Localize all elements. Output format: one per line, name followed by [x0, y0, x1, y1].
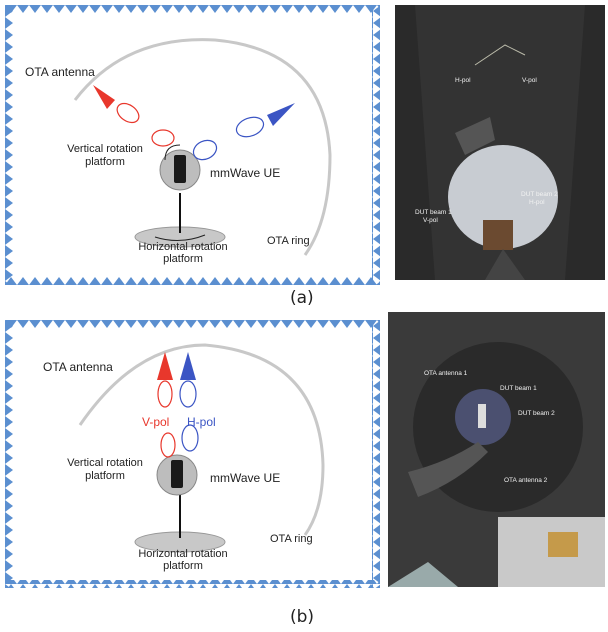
ota-ring-arc — [73, 38, 332, 256]
ota-beam-red — [157, 380, 173, 408]
border-bottom — [5, 277, 380, 285]
vertical-rotation-label-1: Vertical rotation — [67, 457, 143, 469]
vpol-label: V-pol — [142, 415, 170, 429]
horizontal-rotation-label-1: Horizontal rotation — [138, 548, 228, 560]
mmwave-ue-device — [171, 460, 183, 488]
mmwave-ue-device — [174, 155, 186, 183]
ota-antenna-label: OTA antenna — [43, 360, 113, 374]
photo-a-dut-beam2-pol: H-pol — [529, 199, 545, 206]
photo-a: H-pol V-pol DUT beam 1 V-pol DUT beam 2 … — [395, 5, 605, 280]
ue-beam-red — [160, 432, 176, 458]
photo-a-vpol: V-pol — [522, 77, 537, 84]
border-left — [5, 320, 13, 588]
photo-a-dut-beam1-pol: V-pol — [423, 217, 438, 224]
photo-b: OTA antenna 1 DUT beam 1 DUT beam 2 OTA … — [388, 312, 605, 587]
caption-a: (a) — [290, 288, 314, 308]
ota-ring-arc — [78, 343, 325, 536]
border-right — [372, 5, 380, 285]
border-left — [5, 5, 13, 285]
diagram-b: OTA antenna V-pol H-pol Vertical rotatio… — [5, 320, 380, 588]
ota-antenna-red — [93, 85, 115, 109]
ota-ring-label: OTA ring — [267, 235, 310, 247]
ota-antenna-blue — [180, 352, 196, 380]
photo-b-dut-beam2: DUT beam 2 — [518, 410, 555, 417]
mmwave-ue-label: mmWave UE — [210, 471, 281, 485]
photo-a-hpol: H-pol — [455, 77, 471, 84]
border-right — [372, 320, 380, 588]
ota-beam-red — [116, 102, 140, 124]
ue-beam-red — [151, 129, 175, 147]
horizontal-rotation-label-1: Horizontal rotation — [138, 241, 228, 253]
ota-beam-blue — [179, 380, 197, 408]
ue-beam-blue — [181, 424, 199, 452]
vertical-rotation-label-1: Vertical rotation — [67, 143, 143, 155]
ota-antenna-blue — [267, 103, 295, 126]
diagram-a: OTA antenna Vertical rotation platform m… — [5, 5, 380, 285]
mmwave-ue-label: mmWave UE — [210, 166, 281, 180]
photo-a-dut-beam1: DUT beam 1 — [415, 209, 452, 216]
ota-antenna-red — [157, 352, 173, 380]
photo-b-graphics — [388, 312, 605, 587]
horizontal-rotation-arrow — [154, 234, 206, 241]
ota-beam-blue — [235, 116, 265, 138]
ota-antenna-label: OTA antenna — [25, 65, 95, 79]
vertical-rotation-arrow — [164, 144, 181, 161]
photo-a-dut-beam2: DUT beam 2 — [521, 191, 558, 198]
diagram-b-graphics — [5, 320, 380, 588]
photo-b-dut-beam1: DUT beam 1 — [500, 385, 537, 392]
ota-ring-label: OTA ring — [270, 533, 313, 545]
border-top — [5, 5, 380, 13]
diagram-a-graphics — [5, 5, 380, 285]
horizontal-rotation-label-2: platform — [163, 253, 203, 265]
horizontal-rotation-label-2: platform — [163, 560, 203, 572]
hpol-label: H-pol — [187, 415, 216, 429]
photo-b-ota-antenna2: OTA antenna 2 — [504, 477, 548, 484]
vertical-rotation-label-2: platform — [85, 156, 125, 168]
border-top — [5, 320, 380, 328]
ue-beam-blue — [192, 139, 218, 161]
photo-b-ota-antenna1: OTA antenna 1 — [424, 370, 468, 377]
vertical-rotation-label-2: platform — [85, 470, 125, 482]
caption-b: (b) — [290, 607, 315, 627]
photo-a-graphics — [395, 5, 605, 280]
border-bottom — [5, 580, 380, 588]
